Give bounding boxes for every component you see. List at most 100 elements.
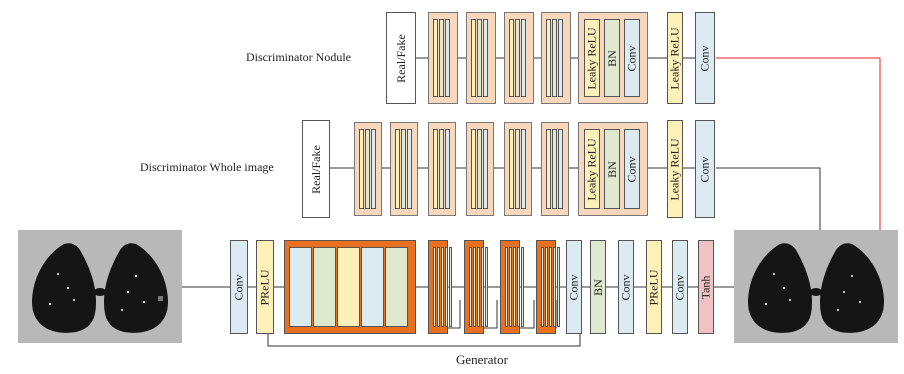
layer-strip bbox=[469, 247, 472, 327]
layer-strip bbox=[515, 129, 520, 209]
layer-strip bbox=[509, 247, 512, 327]
layer-strip bbox=[521, 129, 526, 209]
lung-ct-icon bbox=[32, 243, 168, 333]
layer-strip bbox=[401, 129, 406, 209]
whole-conv-block-5 bbox=[504, 122, 532, 216]
gen-conv-box-2: Conv bbox=[566, 240, 582, 334]
layer-strip bbox=[439, 129, 444, 209]
layer-strip bbox=[509, 19, 514, 97]
whole-conv-block-2 bbox=[390, 122, 418, 216]
layer-strip bbox=[395, 129, 400, 209]
conv-box: Conv bbox=[624, 129, 640, 209]
layer-strip bbox=[313, 247, 336, 327]
layer-strip bbox=[361, 247, 384, 327]
layer-strip bbox=[505, 247, 508, 327]
layer-strip bbox=[441, 247, 444, 327]
layer-strip bbox=[549, 247, 552, 327]
whole-real-fake-box: Real/Fake bbox=[302, 120, 330, 218]
gen-prelu-box-1: PReLU bbox=[256, 240, 274, 334]
nodule-leaky-bn-conv-block: Leaky ReLU BN Conv bbox=[578, 12, 648, 104]
leaky-relu-box: Leaky ReLU bbox=[584, 19, 600, 97]
gen-residual-block-5 bbox=[536, 240, 560, 334]
nodule-conv-block-3 bbox=[504, 12, 534, 104]
whole-conv-block-4 bbox=[466, 122, 494, 216]
layer-strip bbox=[449, 247, 452, 327]
layer-strip bbox=[337, 247, 360, 327]
nodule-conv-block-2 bbox=[466, 12, 496, 104]
discriminator-nodule-label: Discriminator Nodule bbox=[246, 50, 351, 64]
gen-conv-box-3: Conv bbox=[618, 240, 634, 334]
input-ct-image bbox=[18, 230, 182, 343]
layer-strip bbox=[481, 247, 484, 327]
layer-strip bbox=[477, 247, 480, 327]
whole-conv-block-1 bbox=[354, 122, 382, 216]
nodule-real-fake-box: Real/Fake bbox=[386, 12, 416, 104]
bn-box: BN bbox=[604, 129, 620, 209]
layer-strip bbox=[385, 247, 408, 327]
layer-strip bbox=[552, 129, 557, 209]
layer-strip bbox=[477, 129, 482, 209]
layer-strip bbox=[471, 19, 476, 97]
gen-residual-block-2 bbox=[428, 240, 452, 334]
layer-strip bbox=[365, 129, 370, 209]
bn-box: BN bbox=[604, 19, 620, 97]
real-fake-label: Real/Fake bbox=[308, 144, 323, 194]
layer-strip bbox=[471, 129, 476, 209]
layer-strip bbox=[546, 19, 551, 97]
layer-strip bbox=[513, 247, 516, 327]
whole-conv-block-6 bbox=[541, 122, 569, 216]
conv-box: Conv bbox=[624, 19, 640, 97]
gen-residual-block-expanded: Conv BN PReLU Conv BN bbox=[284, 240, 416, 334]
layer-strip bbox=[483, 129, 488, 209]
layer-strip bbox=[521, 19, 526, 97]
layer-strip bbox=[433, 129, 438, 209]
layer-strip bbox=[433, 19, 438, 97]
layer-strip bbox=[558, 129, 563, 209]
layer-strip bbox=[558, 19, 563, 97]
gen-bn-box: BN bbox=[590, 240, 606, 334]
layer-strip bbox=[483, 19, 488, 97]
whole-leaky-relu-box: Leaky ReLU bbox=[667, 120, 683, 218]
layer-strip bbox=[515, 19, 520, 97]
layer-strip bbox=[557, 247, 560, 327]
whole-leaky-bn-conv-block: Leaky ReLU BN Conv bbox=[578, 122, 648, 216]
nodule-conv-box: Conv bbox=[695, 12, 715, 104]
nodule-conv-block-4 bbox=[541, 12, 571, 104]
gen-residual-block-3 bbox=[464, 240, 488, 334]
layer-strip bbox=[445, 247, 448, 327]
layer-strip bbox=[552, 19, 557, 97]
nodule-leaky-relu-box: Leaky ReLU bbox=[667, 12, 683, 104]
layer-strip bbox=[439, 19, 444, 97]
whole-conv-block-3 bbox=[428, 122, 456, 216]
layer-strip bbox=[545, 247, 548, 327]
lung-ct-icon bbox=[748, 243, 884, 333]
output-ct-image bbox=[734, 230, 898, 343]
gen-tanh-box: Tanh bbox=[698, 240, 714, 334]
nodule-conv-block-1 bbox=[428, 12, 458, 104]
gen-conv-box-1: Conv bbox=[230, 240, 248, 334]
layer-strip bbox=[477, 19, 482, 97]
layer-strip bbox=[407, 129, 412, 209]
generator-label: Generator bbox=[456, 352, 508, 367]
layer-strip bbox=[359, 129, 364, 209]
real-fake-label: Real/Fake bbox=[393, 33, 408, 83]
layer-strip bbox=[553, 247, 556, 327]
layer-strip bbox=[289, 247, 312, 327]
layer-strip bbox=[437, 247, 440, 327]
layer-strip bbox=[473, 247, 476, 327]
layer-strip bbox=[546, 129, 551, 209]
whole-conv-box: Conv bbox=[695, 120, 715, 218]
layer-strip bbox=[509, 129, 514, 209]
leaky-relu-box: Leaky ReLU bbox=[584, 129, 600, 209]
discriminator-whole-image-label: Discriminator Whole image bbox=[140, 160, 274, 174]
layer-strip bbox=[541, 247, 544, 327]
layer-strip bbox=[485, 247, 488, 327]
gen-prelu-box-2: PReLU bbox=[646, 240, 662, 334]
gen-residual-block-4 bbox=[500, 240, 524, 334]
layer-strip bbox=[521, 247, 524, 327]
layer-strip bbox=[371, 129, 376, 209]
layer-strip bbox=[445, 129, 450, 209]
gen-conv-box-4: Conv bbox=[672, 240, 688, 334]
layer-strip bbox=[445, 19, 450, 97]
